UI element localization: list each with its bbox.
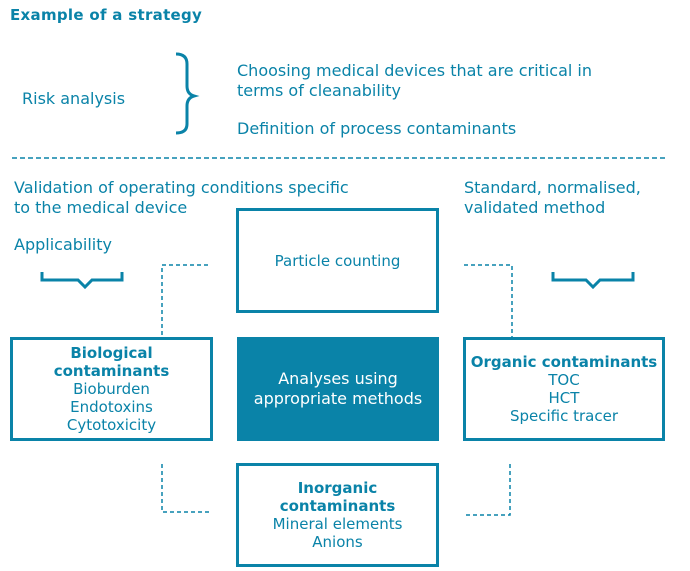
biological-item-1: Bioburden bbox=[73, 380, 150, 398]
organic-item-2: HCT bbox=[548, 389, 580, 407]
inorganic-contaminants-box: Inorganic contaminants Mineral elements … bbox=[236, 463, 439, 567]
analyses-box: Analyses using appropriate methods bbox=[237, 337, 439, 441]
biological-contaminants-box: Biological contaminants Bioburden Endoto… bbox=[10, 337, 213, 441]
applicability-label: Applicability bbox=[14, 235, 112, 254]
organic-heading: Organic contaminants bbox=[470, 353, 658, 371]
organic-item-3: Specific tracer bbox=[509, 407, 619, 425]
biological-item-3: Cytotoxicity bbox=[66, 416, 157, 434]
organic-contaminants-box: Organic contaminants TOC HCT Specific tr… bbox=[463, 337, 665, 441]
connector-top-left bbox=[161, 264, 208, 337]
right-brace bbox=[551, 272, 635, 290]
analyses-line-2: appropriate methods bbox=[253, 389, 423, 408]
connector-top-right bbox=[464, 264, 513, 337]
risk-item-1: Choosing medical devices that are critic… bbox=[237, 61, 592, 80]
page-title: Example of a strategy bbox=[10, 6, 203, 24]
analyses-line-1: Analyses using bbox=[278, 369, 398, 388]
right-header-line-2: validated method bbox=[464, 198, 606, 217]
risk-item-3: Definition of process contaminants bbox=[237, 119, 517, 138]
left-header-line-2: to the medical device bbox=[14, 198, 188, 217]
particle-counting-box: Particle counting bbox=[236, 208, 439, 313]
biological-heading: Biological contaminants bbox=[53, 344, 170, 380]
risk-analysis-label: Risk analysis bbox=[22, 89, 126, 108]
biological-item-2: Endotoxins bbox=[70, 398, 153, 416]
risk-brace bbox=[175, 52, 200, 135]
inorganic-heading: Inorganic contaminants bbox=[279, 479, 396, 515]
inorganic-item-1: Mineral elements bbox=[272, 515, 403, 533]
connector-bottom-right bbox=[464, 464, 511, 516]
organic-item-1: TOC bbox=[548, 371, 580, 389]
risk-item-2: terms of cleanability bbox=[237, 81, 401, 100]
applicability-brace bbox=[40, 272, 124, 290]
right-header-line-1: Standard, normalised, bbox=[464, 178, 641, 197]
inorganic-item-2: Anions bbox=[312, 533, 363, 551]
left-header-line-1: Validation of operating conditions speci… bbox=[14, 178, 349, 197]
particle-counting-label: Particle counting bbox=[274, 251, 401, 270]
connector-bottom-left bbox=[161, 464, 212, 513]
